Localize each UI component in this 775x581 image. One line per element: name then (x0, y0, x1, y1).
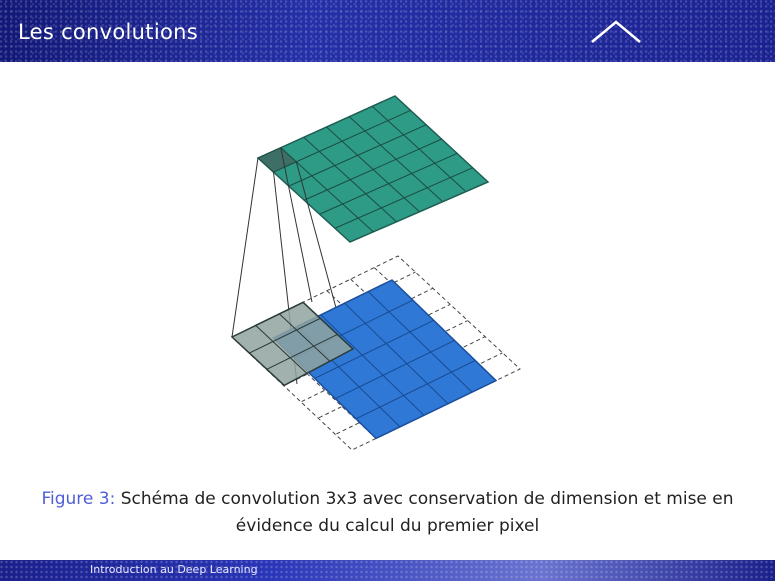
output-feature-map (256, 95, 490, 243)
footer-text: Introduction au Deep Learning (90, 563, 258, 576)
figure-caption-text: Schéma de convolution 3x3 avec conservat… (120, 489, 734, 536)
convolution-kernel (230, 301, 355, 387)
slide-title: Les convolutions (18, 20, 198, 44)
input-feature-map (272, 279, 498, 440)
convolution-diagram (230, 95, 521, 451)
figure-caption: Figure 3: Schéma de convolution 3x3 avec… (30, 486, 745, 540)
chevron-up-icon (591, 20, 641, 43)
slide-header: Les convolutions (0, 0, 775, 62)
slide-footer: Introduction au Deep Learning (0, 560, 775, 581)
figure-label: Figure 3: (41, 489, 116, 509)
